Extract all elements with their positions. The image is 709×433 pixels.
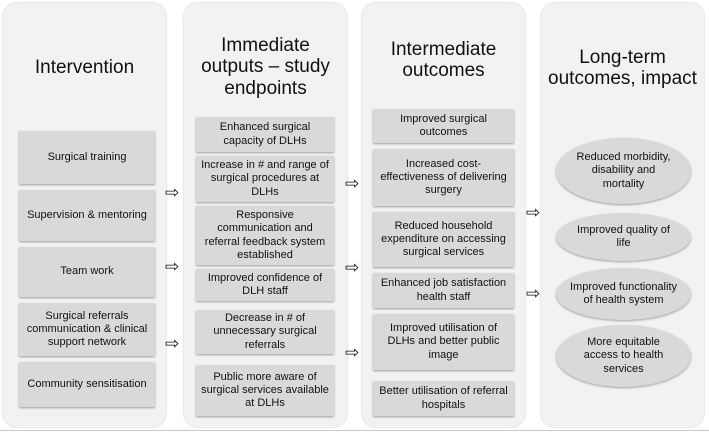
arrow-right-icon: ⇨ <box>165 334 180 354</box>
intervention-community-sensitisation: Community sensitisation <box>19 362 155 407</box>
arrow-right-icon: ⇨ <box>345 343 360 363</box>
intermediate-outcomes-title: Intermediate outcomes <box>390 39 497 82</box>
output-responsive-communication: Responsive communication and referral fe… <box>196 206 334 265</box>
impact-health-system: Improved functionality of health system <box>556 268 691 320</box>
immediate-outputs-column: Immediate outputs – study endpoints Enha… <box>184 3 347 427</box>
arrow-right-icon: ⇨ <box>345 174 360 194</box>
impact-equitable-access: More equitable access to health services <box>556 325 691 387</box>
outcome-utilisation-dlhs: Improved utilisation of DLHs and better … <box>373 314 514 370</box>
impact-reduced-morbidity: Reduced morbidity, disability and mortal… <box>556 138 691 204</box>
outcome-job-satisfaction: Enhanced job satisfaction health staff <box>373 273 514 308</box>
arrow-right-icon: ⇨ <box>345 258 360 278</box>
bottom-divider <box>0 430 709 431</box>
intermediate-outcomes-column: Intermediate outcomes Improved surgical … <box>362 3 525 427</box>
output-public-aware: Public more aware of surgical services a… <box>196 365 334 416</box>
output-decrease-referrals: Decrease in # of unnecessary surgical re… <box>196 310 334 354</box>
long-term-outcomes-column: Long-term outcomes, impact Reduced morbi… <box>541 3 704 427</box>
intervention-surgical-training: Surgical training <box>19 131 155 184</box>
output-enhanced-capacity: Enhanced surgical capacity of DLHs <box>196 117 334 152</box>
impact-quality-of-life: Improved quality of life <box>556 213 691 261</box>
arrow-right-icon: ⇨ <box>165 183 180 203</box>
arrow-right-icon: ⇨ <box>165 257 180 277</box>
arrow-right-icon: ⇨ <box>526 203 541 223</box>
outcome-reduced-household-expenditure: Reduced household expenditure on accessi… <box>373 212 514 267</box>
intervention-surgical-referrals: Surgical referrals communication & clini… <box>19 303 155 356</box>
output-improved-confidence: Improved confidence of DLH staff <box>196 269 334 301</box>
outcome-cost-effectiveness: Increased cost-effectiveness of deliveri… <box>373 149 514 206</box>
intervention-title: Intervention <box>34 57 135 78</box>
outcome-improved-surgical-outcomes: Improved surgical outcomes <box>373 109 514 143</box>
intervention-supervision-mentoring: Supervision & mentoring <box>19 190 155 241</box>
intervention-column: Intervention Surgical training Supervisi… <box>3 3 166 427</box>
outcome-referral-hospitals: Better utilisation of referral hospitals <box>373 381 514 416</box>
intervention-team-work: Team work <box>19 247 155 297</box>
immediate-outputs-title: Immediate outputs – study endpoints <box>201 35 330 99</box>
output-increase-procedures: Increase in # and range of surgical proc… <box>196 156 334 202</box>
long-term-outcomes-title: Long-term outcomes, impact <box>548 47 697 90</box>
arrow-right-icon: ⇨ <box>526 284 541 304</box>
